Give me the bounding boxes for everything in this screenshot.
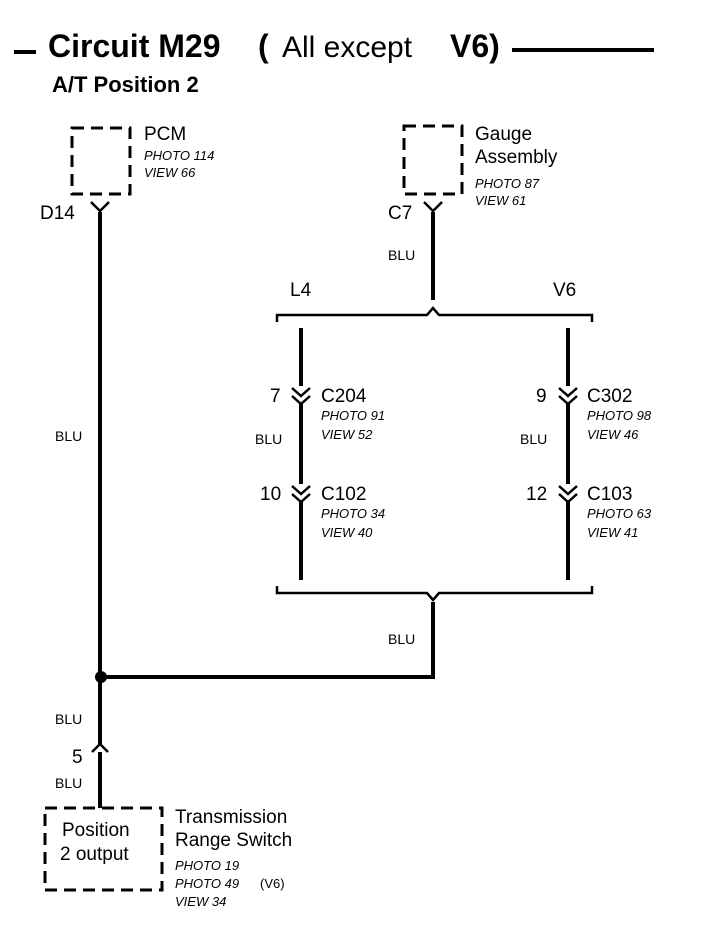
gauge-view: VIEW 61: [475, 193, 526, 208]
c103-pin: 12: [526, 484, 547, 505]
c102-photo: PHOTO 34: [321, 506, 385, 521]
title-paren-open: (: [258, 28, 269, 64]
switch-photo-2-note: (V6): [260, 876, 285, 891]
c102-view: VIEW 40: [321, 525, 373, 540]
pcm-label: PCM: [144, 124, 186, 145]
switch-inner-label-1: Position: [62, 820, 130, 841]
c102-label: C102: [321, 484, 366, 505]
v6-wire-color: BLU: [520, 431, 547, 447]
branch-label-l4: L4: [290, 280, 312, 301]
subtitle: A/T Position 2: [52, 72, 199, 97]
pcm-pin: D14: [40, 203, 75, 224]
gauge-wire-color: BLU: [388, 247, 415, 263]
c204-pin: 7: [270, 386, 281, 407]
gauge-terminal-icon: [423, 201, 443, 213]
bottom-option-bracket: [275, 586, 594, 602]
pin5-terminal-icon: [91, 742, 109, 753]
pcm-view: VIEW 66: [144, 165, 196, 180]
switch-photo-2: PHOTO 49: [175, 876, 239, 891]
switch-wire-color-lower: BLU: [55, 775, 82, 791]
return-wire-color: BLU: [388, 631, 415, 647]
title-all-except: All except: [282, 31, 413, 64]
pcm-terminal-icon: [90, 201, 110, 213]
l4-wire-color: BLU: [255, 431, 282, 447]
title-v6: V6): [450, 28, 500, 64]
switch-box: [43, 806, 164, 892]
c103-connector-icon: [558, 485, 578, 504]
switch-view: VIEW 34: [175, 894, 226, 909]
c302-pin: 9: [536, 386, 547, 407]
c102-pin: 10: [260, 484, 281, 505]
gauge-box: [402, 124, 464, 196]
c103-photo: PHOTO 63: [587, 506, 652, 521]
title-circuit: Circuit M29: [48, 28, 220, 64]
c302-view: VIEW 46: [587, 427, 639, 442]
c302-label: C302: [587, 386, 632, 407]
pin5-label: 5: [72, 747, 83, 768]
c204-connector-icon: [291, 387, 311, 406]
gauge-pin: C7: [388, 203, 412, 224]
c204-label: C204: [321, 386, 367, 407]
switch-wire-color-upper: BLU: [55, 711, 82, 727]
c204-view: VIEW 52: [321, 427, 373, 442]
top-option-bracket: [275, 306, 594, 322]
gauge-photo: PHOTO 87: [475, 176, 540, 191]
pcm-box: [70, 126, 132, 196]
c302-connector-icon: [558, 387, 578, 406]
switch-photo-1: PHOTO 19: [175, 858, 239, 873]
gauge-label-1: Gauge: [475, 124, 532, 145]
c103-label: C103: [587, 484, 632, 505]
c204-photo: PHOTO 91: [321, 408, 385, 423]
gauge-label-2: Assembly: [475, 147, 558, 168]
switch-label-2: Range Switch: [175, 830, 292, 851]
pcm-photo: PHOTO 114: [144, 148, 214, 163]
pcm-wire-color: BLU: [55, 428, 82, 444]
c103-view: VIEW 41: [587, 525, 638, 540]
switch-inner-label-2: 2 output: [60, 844, 129, 865]
switch-label-1: Transmission: [175, 807, 287, 828]
c302-photo: PHOTO 98: [587, 408, 652, 423]
c102-connector-icon: [291, 485, 311, 504]
branch-label-v6: V6: [553, 280, 576, 301]
